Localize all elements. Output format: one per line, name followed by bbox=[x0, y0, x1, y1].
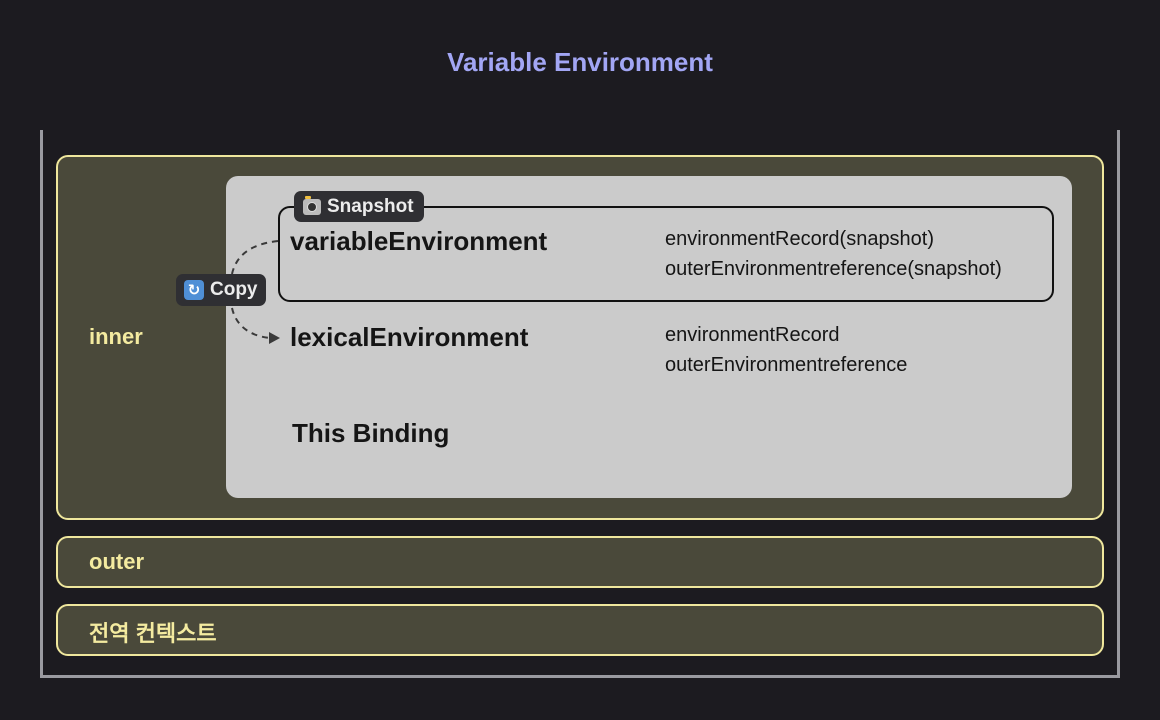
variable-environment-snapshot-box bbox=[278, 206, 1054, 302]
inner-context-label: inner bbox=[89, 324, 143, 349]
lexical-environment-field: outerEnvironmentreference bbox=[665, 354, 908, 376]
snapshot-tag-label: Snapshot bbox=[327, 195, 414, 217]
call-stack-frame bbox=[40, 130, 1120, 678]
refresh-arrows-icon: ↻ bbox=[184, 280, 204, 300]
lexical-environment-fields: environmentRecord outerEnvironmentrefere… bbox=[665, 320, 907, 380]
variable-environment-field: environmentRecord(snapshot) bbox=[665, 228, 935, 250]
variable-environment-field: outerEnvironmentreference(snapshot) bbox=[665, 258, 1002, 280]
diagram-title: Variable Environment bbox=[447, 47, 713, 77]
copy-tag-label: Copy bbox=[210, 279, 258, 300]
snapshot-tag: Snapshot bbox=[294, 191, 424, 222]
copy-tag: ↻ Copy bbox=[176, 274, 266, 306]
lexical-environment-name: lexicalEnvironment bbox=[290, 322, 529, 352]
outer-context-box bbox=[56, 536, 1104, 588]
global-context-label: 전역 컨텍스트 bbox=[89, 621, 217, 646]
execution-context-panel bbox=[226, 176, 1072, 498]
lexical-environment-field: environmentRecord bbox=[665, 324, 840, 346]
camera-flash-icon bbox=[303, 195, 321, 215]
variable-environment-name: variableEnvironment bbox=[290, 226, 548, 256]
this-binding-label: This Binding bbox=[292, 418, 450, 448]
variable-environment-fields: environmentRecord(snapshot) outerEnviron… bbox=[665, 224, 1002, 284]
global-context-box bbox=[56, 604, 1104, 656]
outer-context-label: outer bbox=[89, 549, 144, 574]
